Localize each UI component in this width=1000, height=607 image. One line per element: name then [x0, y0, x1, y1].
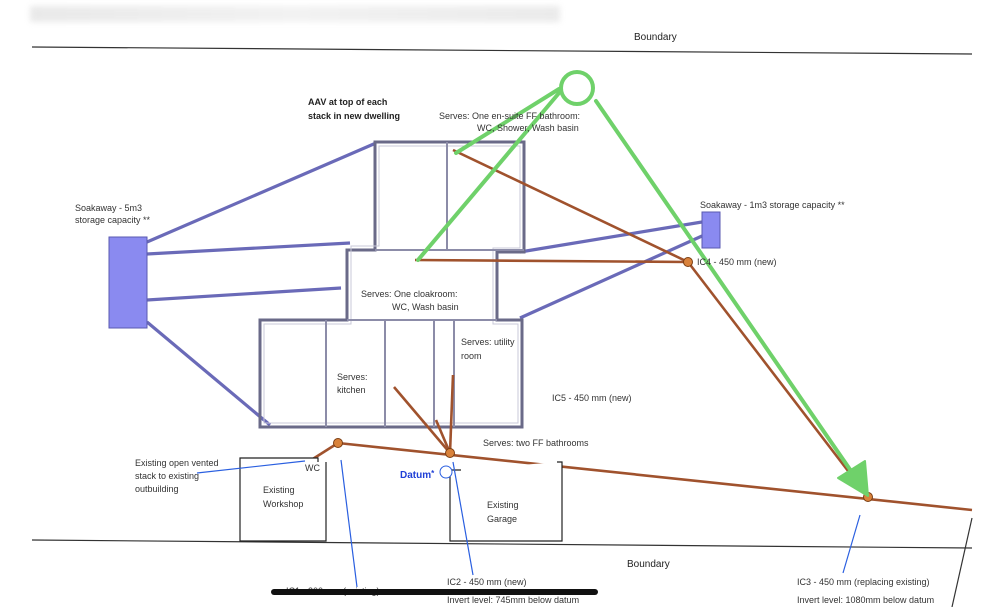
home-indicator-bar[interactable] [271, 589, 598, 595]
boundary-line-right [951, 517, 973, 607]
soakaway-right-label: Soakaway - 1m3 storage capacity ** [700, 200, 845, 210]
ic3-invert-label: Invert level: 1080mm below datum [797, 595, 934, 605]
datum-marker [439, 465, 453, 479]
garage-label: Existing Garage [487, 500, 521, 524]
existing-workshop-building [239, 457, 327, 542]
inspection-chamber-ic4 [683, 257, 693, 267]
boundary-label-bottom: Boundary [627, 559, 670, 570]
ic2-invert-label: Invert level: 745mm below datum [447, 595, 579, 605]
aav-note: AAV at top of each stack in new dwelling [308, 97, 400, 121]
soakaway-left-label: Soakaway - 5m3 storage capacity ** [75, 203, 151, 225]
serves-kitchen-label: Serves: kitchen [337, 372, 370, 395]
boundary-line-bottom [31, 539, 973, 549]
ic5-label: IC5 - 450 mm (new) [552, 393, 632, 403]
wc-label: WC [305, 463, 320, 473]
green-markup [416, 70, 869, 497]
soakaway-right-1m3 [701, 211, 721, 249]
existing-stack-label: Existing open vented stack to existing o… [135, 458, 221, 494]
workshop-label: Existing Workshop [263, 485, 303, 509]
blurred-header-strip [30, 6, 560, 22]
datum-label: Datum* [400, 469, 435, 481]
surface-water-pipes [145, 141, 703, 427]
boundary-line-top [31, 46, 973, 55]
new-dwelling [258, 140, 526, 429]
ic4-label: IC4 - 450 mm (new) [697, 257, 777, 267]
soakaway-left-5m3 [108, 236, 148, 329]
ic3-label: IC3 - 450 mm (replacing existing) [797, 577, 930, 587]
boundary-label-top: Boundary [634, 32, 677, 43]
inspection-chamber-ic2 [445, 448, 455, 458]
serves-ff-bathrooms-label: Serves: two FF bathrooms [483, 438, 589, 448]
serves-utility-label: Serves: utility room [461, 337, 517, 361]
inspection-chamber-ic1 [333, 438, 343, 448]
serves-ensuite-label: Serves: One en-suite FF bathroom: WC, Sh… [439, 111, 583, 133]
ic2-label: IC2 - 450 mm (new) [447, 577, 527, 587]
serves-cloakroom-label: Serves: One cloakroom: WC, Wash basin [361, 289, 460, 312]
annotation-leaders [196, 459, 861, 588]
foul-drainage-pipes [307, 148, 973, 512]
